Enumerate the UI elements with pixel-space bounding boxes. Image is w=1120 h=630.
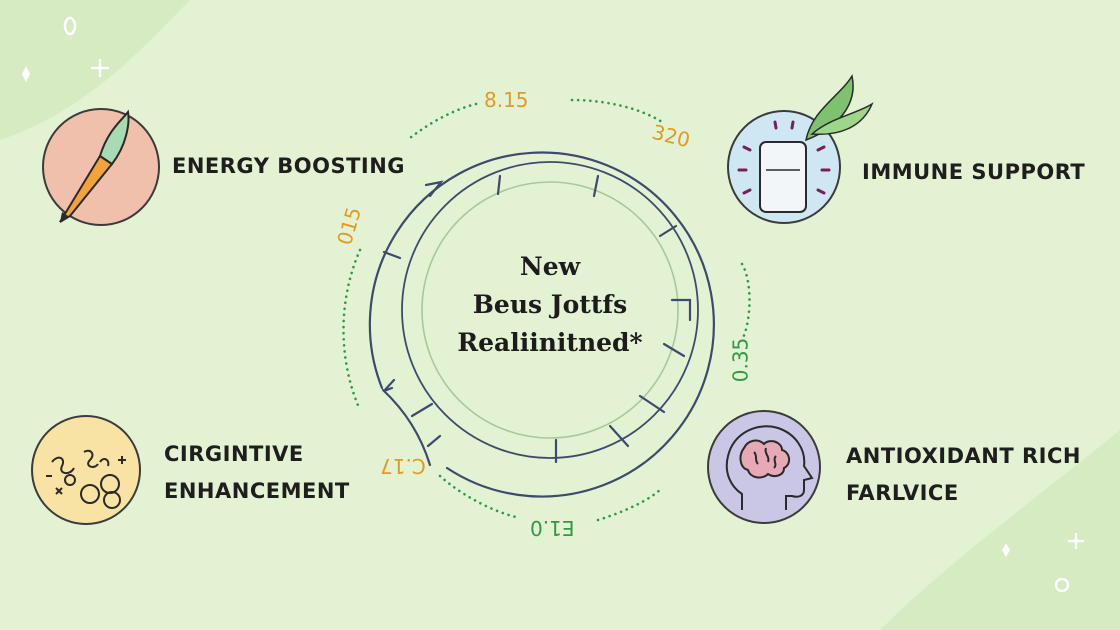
- center-title-line3: Realiinitned*: [457, 328, 643, 357]
- center-title-line2: Beus Jottfs: [472, 290, 628, 319]
- antioxidant-label-line1: ANTIOXIDANT RICH: [846, 444, 1081, 468]
- energy-boosting-label: ENERGY BOOSTING: [172, 148, 405, 185]
- glass-leaf-icon: [737, 73, 874, 213]
- head-brain-icon: [725, 425, 814, 510]
- immune-label-text: IMMUNE SUPPORT: [862, 160, 1086, 184]
- number-top: 8.15: [484, 88, 529, 112]
- dotted-connectors: [342, 98, 751, 522]
- center-ring: [368, 151, 715, 498]
- cognitive-label-line2: ENHANCEMENT: [164, 479, 350, 503]
- scribble-molecules-icon: [46, 449, 126, 509]
- cognitive-icon-circle: [31, 415, 141, 525]
- number-bottom: E1.0: [530, 516, 575, 540]
- number-bottom-left: C.17: [380, 454, 426, 478]
- sparkle-icons: [22, 16, 1085, 593]
- cognitive-enhancement-label: CIRGINTIVE ENHANCEMENT: [164, 436, 350, 510]
- center-title-line1: New: [519, 252, 581, 281]
- immune-icon-circle: [727, 73, 874, 224]
- antioxidant-label-line2: FARLVICE: [846, 481, 959, 505]
- rocket-pen-icon: [59, 109, 130, 223]
- antioxidant-rich-label: ANTIOXIDANT RICH FARLVICE: [846, 438, 1081, 512]
- antioxidant-icon-circle: [707, 410, 821, 524]
- cognitive-label-line1: CIRGINTIVE: [164, 442, 304, 466]
- energy-label-text: ENERGY BOOSTING: [172, 154, 406, 178]
- background-blob-top-left: [0, 0, 190, 140]
- energy-icon-circle: [42, 108, 160, 226]
- center-title: New Beus Jottfs Realiinitned*: [425, 248, 675, 362]
- immune-support-label: IMMUNE SUPPORT: [862, 154, 1085, 191]
- number-right: 0.35: [728, 337, 753, 383]
